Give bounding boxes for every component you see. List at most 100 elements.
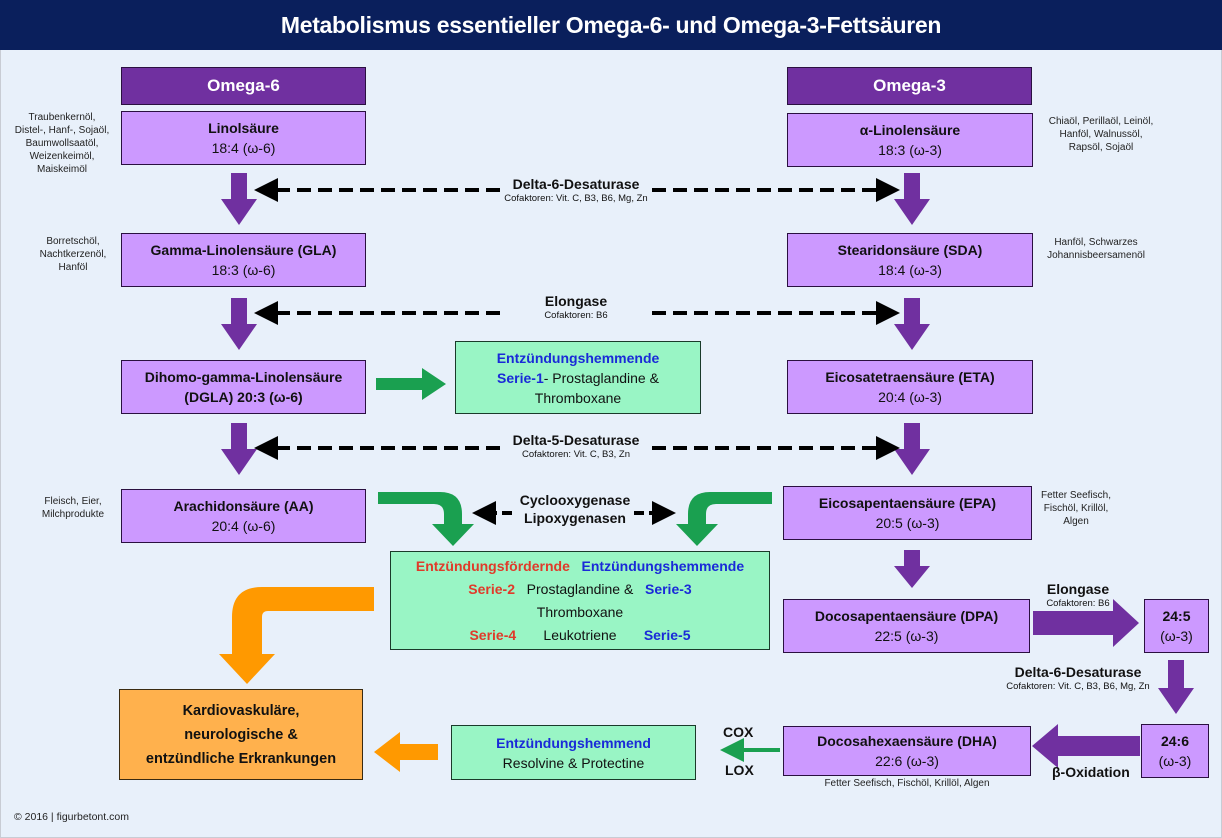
omega3-header: Omega-3 — [787, 67, 1032, 105]
box-dpa: Docosapentaensäure (DPA) 22:5 (ω-3) — [783, 599, 1030, 653]
enzyme-cofactors: Cofaktoren: Vit. C, B3, B6, Mg, Zn — [504, 193, 648, 204]
enzyme-name: Delta-6-Desaturase — [1014, 664, 1142, 680]
arrow-down-o6-2 — [221, 298, 257, 350]
arrow-down-o6-1 — [221, 173, 257, 225]
acid-formula: 18:4 (ω-6) — [211, 140, 276, 156]
acid-name: Docosapentaensäure (DPA) — [814, 608, 999, 624]
box-24-5: 24:5 (ω-3) — [1144, 599, 1209, 653]
arrow-orange-elbow — [219, 587, 374, 684]
acid-formula: (ω-3) — [1160, 628, 1193, 644]
acid-formula: 18:3 (ω-3) — [878, 142, 942, 158]
acid-formula: 20:5 (ω-3) — [875, 515, 940, 531]
arrow-green-dgla — [376, 368, 446, 400]
acid-formula: (ω-3) — [1158, 753, 1192, 769]
arrow-down-o3-3 — [894, 423, 930, 475]
sources-dha: Fetter Seefisch, Fischöl, Krillöl, Algen — [824, 778, 990, 789]
label-beta-oxidation: β-Oxidation — [1052, 764, 1130, 780]
arrow-down-o3-2 — [894, 298, 930, 350]
series1-line3: Thromboxane — [534, 389, 622, 406]
label-leukotriene: Leukotriene — [543, 626, 617, 643]
arrow-down-o3-4 — [894, 550, 930, 588]
enzyme-cofactors: Cofaktoren: Vit. C, B3, Zn — [521, 449, 631, 460]
acid-name: 24:6 — [1160, 733, 1190, 749]
acid-name: Arachidonsäure (AA) — [173, 498, 314, 514]
box-sda: Stearidonsäure (SDA) 18:4 (ω-3) — [787, 233, 1033, 287]
acid-name: Dihomo-gamma-Linolensäure — [144, 369, 343, 385]
arrow-green-epa — [676, 492, 772, 546]
sources-epa: Fetter Seefisch, Fischöl, Krillöl, Algen — [1034, 489, 1118, 528]
eicosanoids-row1: Entzündungsfördernde Entzündungshemmende — [416, 555, 744, 578]
arrow-down-d6b — [1158, 660, 1194, 714]
enzyme-cofactors: Cofaktoren: B6 — [1046, 598, 1110, 609]
enzyme-name: Delta-6-Desaturase — [512, 176, 640, 192]
source-line: Weizenkeimöl, — [29, 151, 95, 162]
arrow-down-o3-1 — [894, 173, 930, 225]
acid-formula: 18:3 (ω-6) — [211, 262, 276, 278]
enzyme-delta5: Delta-5-Desaturase Cofaktoren: Vit. C, B… — [490, 431, 662, 461]
enzyme-name: Elongase — [544, 293, 608, 309]
arrow-down-o6-3 — [221, 423, 257, 475]
box-dha: Docosahexaensäure (DHA) 22:6 (ω-3) — [783, 726, 1031, 776]
box-linolsaeure: Linolsäure 18:4 (ω-6) — [121, 111, 366, 165]
disease-line: entzündliche Erkrankungen — [145, 750, 337, 767]
enzyme-name: Delta-5-Desaturase — [512, 432, 640, 448]
source-line: Algen — [1063, 516, 1089, 527]
label-thromboxane: Thromboxane — [536, 603, 624, 620]
source-line: Baumwollsaatöl, — [25, 138, 99, 149]
box-ala: α-Linolensäure 18:3 (ω-3) — [787, 113, 1033, 167]
box-series1: Entzündungshemmende Serie-1- Prostagland… — [455, 341, 701, 414]
acid-name: Gamma-Linolensäure (GLA) — [150, 242, 337, 258]
acid-name: α-Linolensäure — [859, 122, 961, 138]
enzyme-delta6-2: Delta-6-Desaturase Cofaktoren: Vit. C, B… — [990, 663, 1166, 693]
sources-aa: Fleisch, Eier, Milchprodukte — [30, 495, 116, 521]
source-line: Hanföl, Walnussöl, — [1059, 129, 1143, 140]
acid-formula: 18:4 (ω-3) — [878, 262, 942, 278]
acid-name: Stearidonsäure (SDA) — [837, 242, 983, 258]
series1-label: Serie-1 — [497, 369, 544, 386]
label-cox: COX — [723, 724, 754, 740]
label-serie2: Serie-2 — [468, 580, 515, 597]
acid-formula: 22:6 (ω-3) — [875, 753, 939, 769]
source-line: Milchprodukte — [41, 509, 105, 520]
enzyme-elongase-2: Elongase Cofaktoren: B6 — [1030, 580, 1126, 610]
acid-name: Linolsäure — [208, 120, 279, 136]
sources-linolsaeure: Traubenkernöl, Distel-, Hanf-, Sojaöl, B… — [8, 111, 116, 176]
series1-title: Entzündungshemmende — [496, 349, 660, 366]
enzyme-cox: Cyclooxygenase — [519, 492, 631, 508]
enzyme-cox-lox: Cyclooxygenase Lipoxygenasen — [510, 491, 640, 527]
sources-sda: Hanföl, Schwarzes Johannisbeersamenöl — [1036, 236, 1156, 262]
eicosanoids-row2: Serie-2 Prostaglandine & Serie-3 — [468, 578, 691, 601]
resolvine-text: Resolvine & Protectine — [502, 754, 645, 771]
copyright-footer: © 2016 | figurbetont.com — [14, 811, 129, 823]
source-line: Johannisbeersamenöl — [1047, 250, 1145, 261]
box-diseases: Kardiovaskuläre, neurologische & entzünd… — [119, 689, 363, 780]
page-title: Metabolismus essentieller Omega-6- und O… — [0, 0, 1222, 50]
label-serie5: Serie-5 — [643, 626, 691, 643]
box-gla: Gamma-Linolensäure (GLA) 18:3 (ω-6) — [121, 233, 366, 287]
arrow-right-elongase — [1033, 599, 1139, 647]
acid-name: Eicosatetraensäure (ETA) — [825, 369, 995, 385]
source-line: Chiaöl, Perillaöl, Leinöl, — [1048, 116, 1154, 127]
acid-name: 24:5 — [1162, 608, 1191, 624]
acid-formula: 20:4 (ω-3) — [878, 389, 942, 405]
sources-gla: Borretschöl, Nachtkerzenöl, Hanföl — [28, 235, 118, 274]
label-lox: LOX — [725, 762, 754, 778]
box-resolvine: Entzündungshemmend Resolvine & Protectin… — [451, 725, 696, 780]
box-eicosanoids: Entzündungsfördernde Entzündungshemmende… — [390, 551, 770, 650]
label-pro-inflammatory: Entzündungsfördernde — [415, 557, 570, 574]
series1-line2: Serie-1- Prostaglandine & — [497, 368, 659, 388]
disease-line: neurologische & — [184, 726, 298, 743]
sources-ala: Chiaöl, Perillaöl, Leinöl, Hanföl, Walnu… — [1036, 115, 1166, 154]
source-line: Nachtkerzenöl, — [39, 249, 107, 260]
source-line: Distel-, Hanf-, Sojaöl, — [14, 125, 110, 136]
arrow-green-aa — [378, 492, 474, 546]
arrow-green-cox — [720, 738, 780, 762]
box-24-6: 24:6 (ω-3) — [1141, 724, 1209, 778]
arrow-orange-left — [374, 732, 438, 772]
source-line: Fischöl, Krillöl, — [1043, 503, 1109, 514]
box-epa: Eicosapentaensäure (EPA) 20:5 (ω-3) — [783, 486, 1032, 540]
box-dgla: Dihomo-gamma-Linolensäure (DGLA) 20:3 (ω… — [121, 360, 366, 414]
box-aa: Arachidonsäure (AA) 20:4 (ω-6) — [121, 489, 366, 543]
source-line: Rapsöl, Sojaöl — [1068, 142, 1134, 153]
